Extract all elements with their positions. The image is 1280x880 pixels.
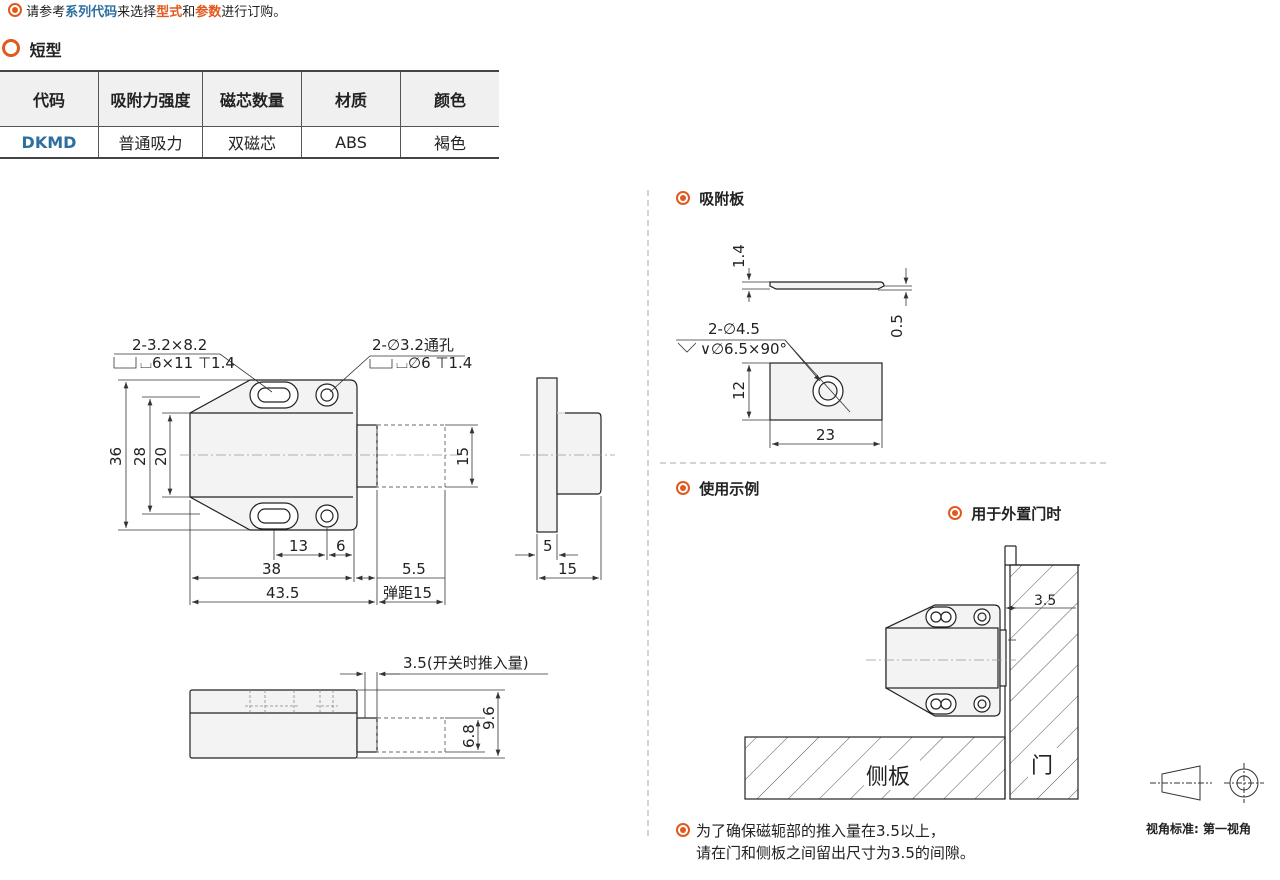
bottom-dimension-labels: 3.5(开关时推入量) 9.6 6.8	[403, 654, 529, 748]
plate-dimensions	[676, 268, 912, 448]
plate-hole-label: 2-∅4.5	[708, 320, 760, 338]
order-note: 请参考系列代码来选择型式和参数进行订购。	[8, 1, 286, 20]
catch-front-view	[180, 379, 460, 531]
note-text-1: 请参考	[26, 5, 66, 20]
usage-subtitle-text: 用于外置门时	[971, 505, 1062, 523]
door-label: 门	[1031, 754, 1053, 779]
footnote: 为了确保磁轭部的推入量在3.5以上， 请在门和侧板之间留出尺寸为3.5的间隙。	[676, 820, 975, 864]
push-amount-label: 3.5(开关时推入量)	[403, 654, 529, 672]
cell-color: 褐色	[400, 126, 499, 159]
catch-bottom-view	[189, 689, 446, 759]
side-panel	[744, 736, 1006, 800]
plate-side-view	[769, 281, 885, 290]
slot-depth-label: ⌴6×11 ⊤1.4	[140, 354, 235, 372]
front-dimension-labels: 2-3.2×8.2 ⌴6×11 ⊤1.4 2-∅3.2通孔 ⌴∅6 ⊤1.4 3…	[107, 336, 472, 602]
door-panel	[1009, 564, 1079, 800]
dim-6-8: 6.8	[460, 724, 478, 748]
bullet-icon	[676, 823, 690, 837]
dim-28: 28	[131, 447, 149, 466]
header-color: 颜色	[400, 70, 499, 127]
plate-top-view	[769, 362, 883, 421]
plate-dim-1-4: 1.4	[730, 244, 748, 268]
dim-6: 6	[336, 537, 346, 555]
plate-dim-0-5: 0.5	[888, 314, 906, 338]
note-text-2: 来选择	[117, 5, 157, 20]
dim-38: 38	[262, 560, 281, 578]
plate-title: 吸附板	[676, 188, 744, 209]
bullet-icon	[676, 191, 690, 205]
note-text-4: 进行订购。	[221, 5, 287, 20]
front-dimensions	[113, 353, 478, 605]
plate-title-text: 吸附板	[699, 190, 745, 208]
dim-15: 15	[454, 447, 472, 466]
plate-dim-23: 23	[816, 426, 835, 444]
section-title-text: 短型	[29, 41, 62, 60]
footnote-line-1: 为了确保磁轭部的推入量在3.5以上，	[696, 822, 945, 840]
dim-20: 20	[152, 447, 170, 466]
side-dim-15: 15	[558, 560, 577, 578]
dim-5-5: 5.5	[402, 560, 426, 578]
usage-title: 使用示例	[676, 478, 759, 499]
note-highlight-type: 型式	[156, 5, 183, 20]
first-angle-projection-icon	[1150, 763, 1264, 803]
table-header-row: 代码 吸附力强度 磁芯数量 材质 颜色	[0, 70, 499, 127]
side-dimensions	[515, 454, 615, 581]
cell-code: DKMD	[0, 126, 99, 159]
footnote-line-2: 请在门和侧板之间留出尺寸为3.5的间隙。	[696, 844, 975, 862]
note-text-3: 和	[182, 5, 196, 20]
ring-bullet-icon	[2, 39, 20, 57]
table-row: DKMD 普通吸力 双磁芯 ABS 褐色	[0, 126, 499, 159]
hole-label: 2-∅3.2通孔	[372, 336, 454, 354]
dim-43-5: 43.5	[266, 584, 299, 602]
bullet-icon	[8, 3, 22, 17]
hole-depth-label: ⌴∅6 ⊤1.4	[396, 354, 472, 372]
header-code: 代码	[0, 70, 99, 127]
cell-material: ABS	[301, 126, 401, 159]
header-magnet-count: 磁芯数量	[202, 70, 302, 127]
side-dimension-labels: 5 15	[543, 537, 577, 578]
cell-strength: 普通吸力	[98, 126, 203, 159]
note-highlight-series: 系列代码	[65, 5, 118, 20]
view-standard-label: 视角标准: 第一视角	[1146, 821, 1251, 836]
usage-title-text: 使用示例	[699, 480, 760, 498]
usage-illustration	[744, 545, 1080, 800]
dim-9-6: 9.6	[480, 706, 498, 730]
plate-countersink-label: ∨∅6.5×90°	[700, 340, 787, 358]
section-title: 短型	[2, 37, 62, 61]
dim-stroke: 弹距15	[383, 584, 432, 602]
plate-dimension-labels: 1.4 0.5 2-∅4.5 ∨∅6.5×90° 12 23	[700, 244, 906, 444]
usage-labels: 3.5 侧板 门	[864, 593, 1058, 790]
side-dim-5: 5	[543, 537, 553, 555]
side-panel-label: 侧板	[866, 765, 910, 790]
dim-13: 13	[289, 537, 308, 555]
dim-36: 36	[107, 447, 125, 466]
usage-catch	[885, 604, 1007, 717]
spec-table: 代码 吸附力强度 磁芯数量 材质 颜色 DKMD 普通吸力 双磁芯 ABS 褐色	[0, 70, 499, 159]
cell-magnet-count: 双磁芯	[202, 126, 302, 159]
plate-dim-12: 12	[730, 381, 748, 400]
bullet-icon	[676, 481, 690, 495]
header-strength: 吸附力强度	[98, 70, 203, 127]
usage-subtitle: 用于外置门时	[948, 503, 1061, 524]
note-highlight-params: 参数	[195, 5, 222, 20]
slot-label: 2-3.2×8.2	[132, 336, 207, 354]
header-material: 材质	[301, 70, 401, 127]
usage-gap-3-5: 3.5	[1034, 593, 1056, 609]
bullet-icon	[948, 506, 962, 520]
bottom-dimensions	[340, 671, 548, 759]
catch-side-view	[536, 377, 602, 533]
